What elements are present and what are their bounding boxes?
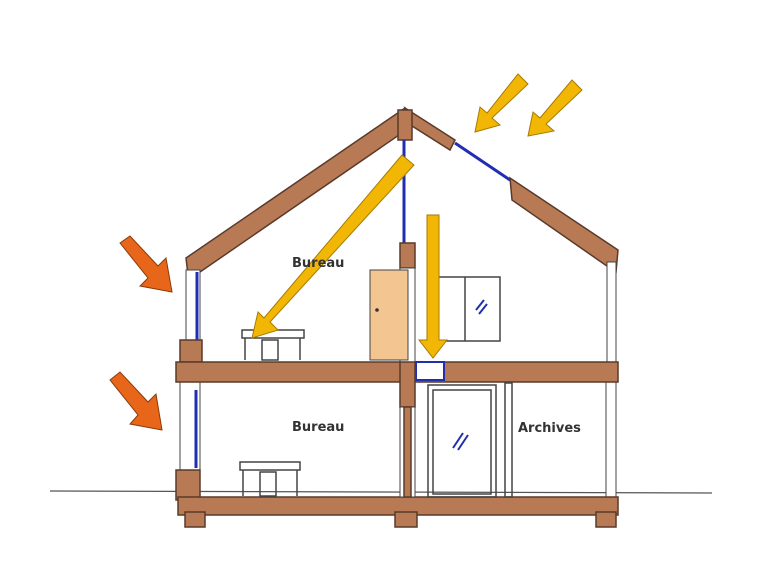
glass-mark — [452, 432, 469, 451]
post — [399, 242, 416, 269]
wall-beam — [179, 339, 203, 363]
glass-mark — [475, 299, 488, 315]
post — [403, 406, 412, 498]
low-sun-arrow — [109, 371, 163, 431]
room-label-upper-office: Bureau — [292, 256, 344, 271]
door — [369, 269, 409, 361]
room-label-archives: Archives — [518, 421, 581, 436]
desk-upper — [241, 329, 305, 361]
floor-opening — [415, 361, 445, 381]
room-label-lower-office: Bureau — [292, 420, 344, 435]
sun-arrow-roof — [527, 79, 583, 137]
footing — [595, 511, 617, 528]
sun-arrow-diagonal — [251, 154, 415, 339]
partition — [504, 382, 513, 498]
post — [399, 361, 416, 408]
footing — [394, 511, 418, 528]
desk-lower — [239, 461, 301, 497]
window — [436, 276, 501, 342]
low-sun-arrow — [119, 235, 173, 293]
ridge-post — [397, 109, 413, 141]
glazed-door-frame — [432, 389, 492, 495]
roof-skylight — [454, 141, 511, 182]
sun-arrow-vertical — [417, 214, 449, 359]
right-wall-upper — [606, 261, 617, 363]
right-wall-lower — [605, 381, 617, 498]
sun-arrow-roof — [474, 73, 529, 133]
glazed-door — [427, 384, 497, 498]
ground-line — [49, 490, 713, 494]
footing — [184, 511, 206, 528]
foundation-left — [175, 469, 201, 501]
roof-right-bottom — [509, 176, 619, 274]
door-handle — [375, 308, 379, 312]
floor-slab — [175, 361, 619, 383]
